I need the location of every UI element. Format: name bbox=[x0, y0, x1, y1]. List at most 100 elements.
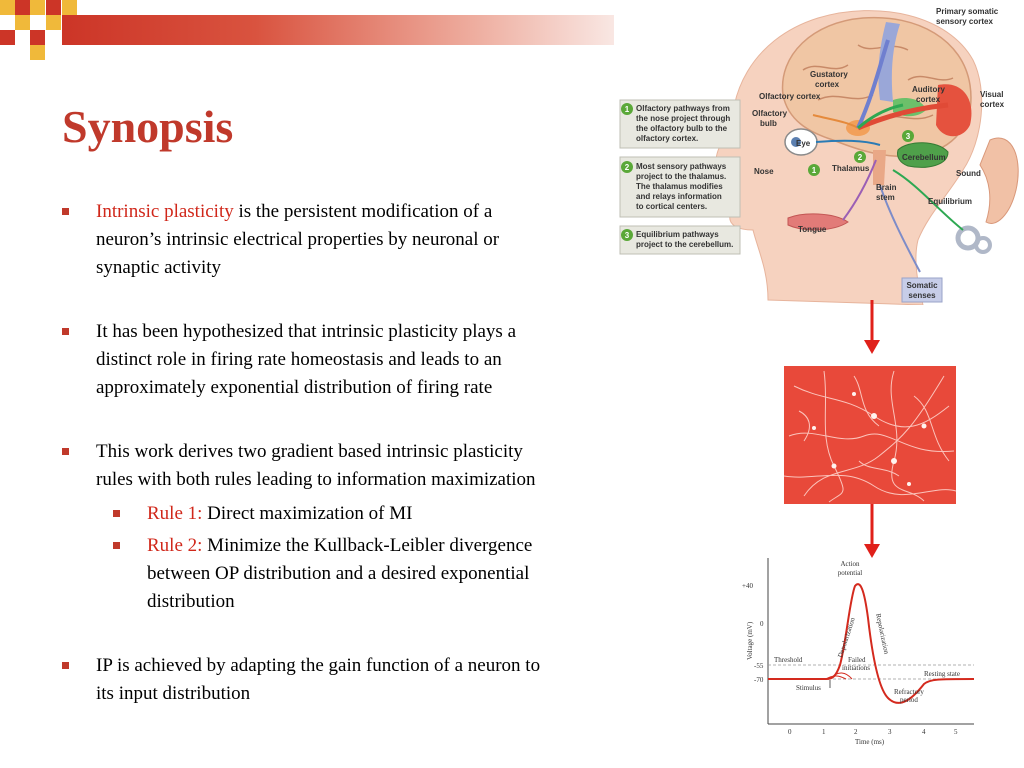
bullet-line: between OP distribution and a desired ex… bbox=[147, 563, 530, 584]
callout-number-badge bbox=[621, 103, 633, 115]
eye-iris bbox=[791, 137, 801, 147]
callout-text: Most sensory pathways bbox=[636, 162, 727, 171]
annotation-refractory: period bbox=[900, 696, 918, 704]
neuron-cell-bodies bbox=[812, 392, 927, 486]
bullet-line: IP is achieved by adapting the gain func… bbox=[96, 655, 541, 676]
somatic-senses-pathway bbox=[879, 184, 921, 273]
neuron-image-background bbox=[784, 366, 956, 504]
x-tick-label: 4 bbox=[922, 728, 926, 736]
bullet-square-icon bbox=[62, 448, 69, 455]
callout-text: The thalamus modifies bbox=[636, 182, 723, 191]
bullet-line: its input distribution bbox=[96, 683, 251, 704]
olfactory-pathway bbox=[812, 114, 859, 129]
annotation-repolarization: Repolarization bbox=[874, 613, 890, 655]
callout-text: project to the cerebellum. bbox=[636, 240, 733, 249]
marker-number: 1 bbox=[812, 166, 817, 175]
x-tick-label: 0 bbox=[788, 728, 792, 736]
bullet-line: It has been hypothesized that intrinsic … bbox=[96, 321, 517, 342]
label-thalamus: Thalamus bbox=[832, 164, 870, 173]
sub-bullet-rule-1: Rule 1: Direct maximization of MI bbox=[113, 500, 412, 528]
marker-number: 2 bbox=[858, 153, 863, 162]
marker-2-badge bbox=[854, 151, 866, 163]
bullet-gain-function: IP is achieved by adapting the gain func… bbox=[62, 652, 540, 708]
label-olfactory-cortex: Olfactory cortex bbox=[759, 92, 821, 101]
somatic-pathway bbox=[856, 39, 890, 129]
callout-text: olfactory cortex. bbox=[636, 134, 698, 143]
bullet-square-icon bbox=[62, 208, 69, 215]
brain-stem-region bbox=[873, 150, 886, 185]
bullet-text: Intrinsic plasticity is the persistent m… bbox=[96, 198, 499, 282]
annotation-refractory: Refractory bbox=[894, 688, 924, 696]
down-arrow-icon bbox=[864, 300, 880, 354]
callout-text: Olfactory pathways from bbox=[636, 104, 730, 113]
bullet-line: distribution bbox=[147, 591, 235, 612]
visual-cortex-region bbox=[936, 84, 972, 137]
bullet-text: Rule 2: Minimize the Kullback-Leibler di… bbox=[147, 532, 532, 616]
bullet-text: Rule 1: Direct maximization of MI bbox=[147, 500, 412, 528]
label-primary-somatic: sensory cortex bbox=[936, 17, 993, 26]
bullet-text: It has been hypothesized that intrinsic … bbox=[96, 318, 516, 402]
bullet-line: Direct maximization of MI bbox=[202, 503, 413, 524]
callout-number: 3 bbox=[625, 231, 630, 240]
label-visual: Visual bbox=[980, 90, 1003, 99]
callout-number: 2 bbox=[625, 163, 630, 172]
label-gustatory: Gustatory bbox=[810, 70, 848, 79]
callout-text: to cortical centers. bbox=[636, 202, 707, 211]
y-tick-label: -70 bbox=[754, 676, 764, 684]
bullet-square-icon bbox=[113, 510, 120, 517]
label-primary-somatic: Primary somatic bbox=[936, 7, 999, 16]
action-potential-curve bbox=[768, 583, 975, 704]
header-square-yellow bbox=[30, 0, 45, 15]
header-square-red bbox=[30, 30, 45, 45]
marker-1-badge bbox=[808, 164, 820, 176]
bullet-line: rules with both rules leading to informa… bbox=[96, 469, 536, 490]
bullet-text: This work derives two gradient based int… bbox=[96, 438, 536, 494]
label-sound: Sound bbox=[956, 169, 981, 178]
header-square-yellow bbox=[30, 45, 45, 60]
header-square-yellow bbox=[0, 0, 15, 15]
callout-box-1 bbox=[619, 99, 741, 149]
x-tick-label: 1 bbox=[822, 728, 826, 736]
equilibrium-pathway bbox=[892, 169, 964, 231]
thalamus-to-visual-pathway bbox=[857, 102, 949, 131]
brain-sensory-pathways-figure: 1 2 3 Olfactory pathways from the nose p… bbox=[619, 7, 1019, 305]
somatic-senses-box bbox=[901, 277, 943, 303]
failed-initiation-curves bbox=[825, 672, 853, 680]
header-gradient-bar bbox=[62, 15, 614, 45]
label-equilibrium: Equilibrium bbox=[928, 197, 972, 206]
label-gustatory: cortex bbox=[815, 80, 840, 89]
callout-text: the olfactory bulb to the bbox=[636, 124, 728, 133]
slide-title: Synopsis bbox=[62, 101, 234, 152]
x-axis-label: Time (ms) bbox=[855, 738, 885, 746]
label-nose: Nose bbox=[754, 167, 774, 176]
header-square-red bbox=[0, 30, 15, 45]
sub-bullet-rule-2: Rule 2: Minimize the Kullback-Leibler di… bbox=[113, 532, 532, 616]
annotation-failed: initiations bbox=[842, 664, 870, 672]
label-auditory: cortex bbox=[916, 95, 941, 104]
label-visual: cortex bbox=[980, 100, 1005, 109]
action-potential-diagram: +40 0 -55 -70 0 1 2 3 4 5 Time (ms) Volt… bbox=[742, 558, 975, 746]
bullet-gradient-rules: This work derives two gradient based int… bbox=[62, 438, 536, 494]
label-olfactory-bulb: bulb bbox=[760, 119, 777, 128]
bullet-line: distinct role in firing rate homeostasis… bbox=[96, 349, 502, 370]
callout-number: 1 bbox=[625, 105, 630, 114]
bullet-hypothesis: It has been hypothesized that intrinsic … bbox=[62, 318, 516, 402]
callout-box-2 bbox=[619, 156, 741, 218]
y-tick-label: +40 bbox=[742, 582, 753, 590]
annotation-stimulus: Stimulus bbox=[796, 684, 821, 692]
label-olfactory-bulb: Olfactory bbox=[752, 109, 788, 118]
highlight-term: Rule 2: bbox=[147, 535, 203, 556]
y-axis-label: Voltage (mV) bbox=[746, 621, 754, 660]
annotation-depolarization: Depolarization bbox=[836, 616, 857, 659]
callout-number-badge bbox=[621, 161, 633, 173]
tongue-shape bbox=[787, 213, 849, 231]
header-square-yellow bbox=[15, 15, 30, 30]
bullet-square-icon bbox=[62, 662, 69, 669]
callout-number-badge bbox=[621, 229, 633, 241]
bullet-intrinsic-plasticity: Intrinsic plasticity is the persistent m… bbox=[62, 198, 499, 282]
bullet-square-icon bbox=[113, 542, 120, 549]
bullet-line: Minimize the Kullback-Leibler divergence bbox=[202, 535, 533, 556]
header-square-yellow bbox=[46, 15, 61, 30]
callout-text: the nose project through bbox=[636, 114, 730, 123]
highlight-term: Intrinsic plasticity bbox=[96, 201, 234, 222]
